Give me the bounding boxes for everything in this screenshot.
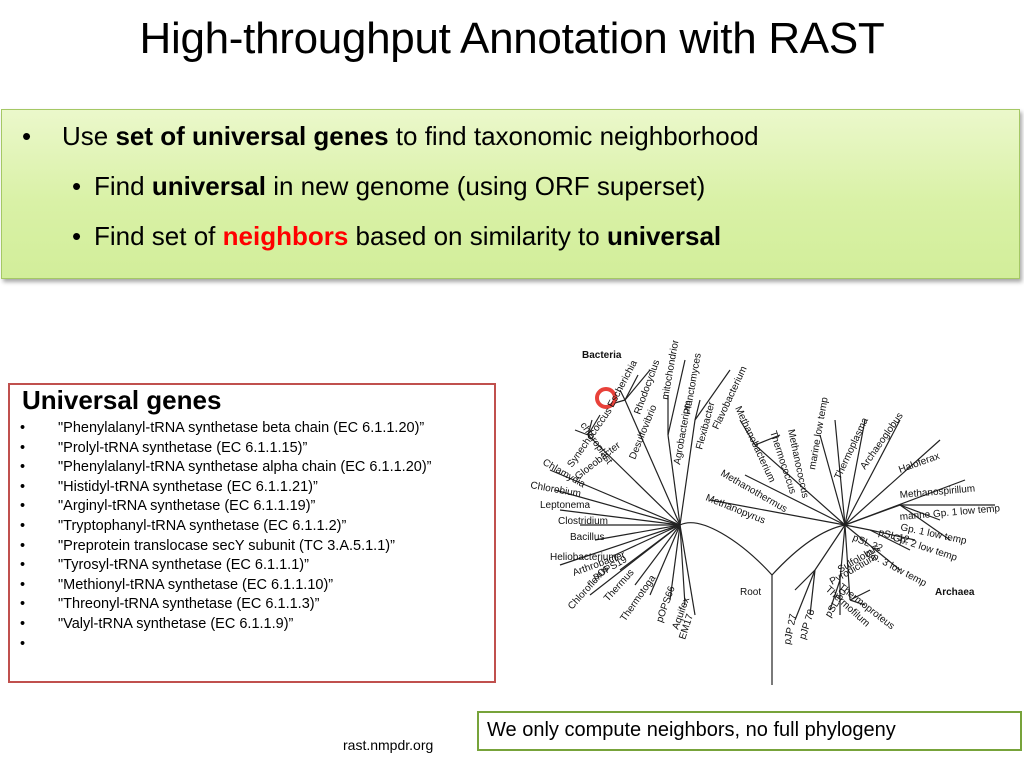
- taxon-label: pJP 78: [797, 608, 817, 641]
- taxon-label: Clostridium: [558, 516, 608, 527]
- taxon-label: Planctomyces: [682, 352, 704, 415]
- archaea-label: Archaea: [935, 587, 975, 598]
- bacteria-label: Bacteria: [582, 350, 622, 361]
- taxon-label: Leptonema: [540, 500, 590, 511]
- taxon-label: Haloferax: [897, 451, 941, 476]
- neighbors-highlight: neighbors: [222, 221, 349, 251]
- taxon-label: marine Gp. 1 low temp: [899, 503, 1001, 523]
- slide-title: High-throughput Annotation with RAST: [139, 14, 885, 63]
- bullet-dot: •: [72, 171, 82, 201]
- gene-item: •"Prolyl-tRNA synthetase (EC 6.1.1.15)”: [20, 439, 308, 456]
- taxon-label: mitochondrion: [660, 340, 682, 401]
- universal-genes-title: Universal genes: [22, 385, 222, 415]
- taxon-label: Bacillus: [570, 532, 604, 543]
- bullet-dot: •: [72, 221, 82, 251]
- gene-item: •"Methionyl-tRNA synthetase (EC 6.1.1.10…: [20, 576, 334, 593]
- gene-item: •"Threonyl-tRNA synthetase (EC 6.1.1.3)”: [20, 596, 320, 613]
- taxon-label: pJP 27: [782, 613, 799, 646]
- phylogenetic-tree: Bacteria Archaea Root Escherichia mitoch…: [529, 340, 1001, 685]
- root-label: Root: [740, 587, 761, 598]
- gene-item: •"Arginyl-tRNA synthetase (EC 6.1.1.19)”: [20, 498, 316, 515]
- key-points-box: [1, 109, 1020, 279]
- gene-item: •"Phenylalanyl-tRNA synthetase beta chai…: [20, 420, 425, 436]
- note-box: We only compute neighbors, no full phylo…: [477, 711, 1022, 751]
- gene-item: •"Phenylalanyl-tRNA synthetase alpha cha…: [20, 459, 432, 476]
- note-text: We only compute neighbors, no full phylo…: [487, 719, 896, 741]
- tree-branches: [549, 359, 995, 685]
- taxon-label: Methanobacterium: [732, 405, 777, 485]
- gene-item: •"Valyl-tRNA synthetase (EC 6.1.1.9)”: [20, 615, 294, 632]
- gene-item: •"Tyrosyl-tRNA synthetase (EC 6.1.1.1)”: [20, 557, 309, 574]
- universal-genes-box: Universal genes •"Phenylalanyl-tRNA synt…: [8, 383, 496, 683]
- taxon-label: Escherichia: [606, 358, 640, 409]
- bullet-dot: •: [22, 121, 32, 151]
- taxon-label: Thermoplasma: [833, 416, 871, 481]
- gene-item: •"Preprotein translocase secY subunit (T…: [20, 537, 395, 554]
- highlight-circle: [595, 387, 617, 409]
- taxon-label: Methanospirillum: [899, 483, 975, 501]
- universal-genes-list: •"Phenylalanyl-tRNA synthetase beta chai…: [18, 419, 488, 652]
- gene-item: •"Tryptophanyl-tRNA synthetase (EC 6.1.1…: [20, 517, 347, 534]
- gene-item: •"Histidyl-tRNA synthetase (EC 6.1.1.21)…: [20, 478, 318, 495]
- taxon-label: Heliobacterium: [550, 552, 617, 563]
- footer-url: rast.nmpdr.org: [343, 737, 434, 753]
